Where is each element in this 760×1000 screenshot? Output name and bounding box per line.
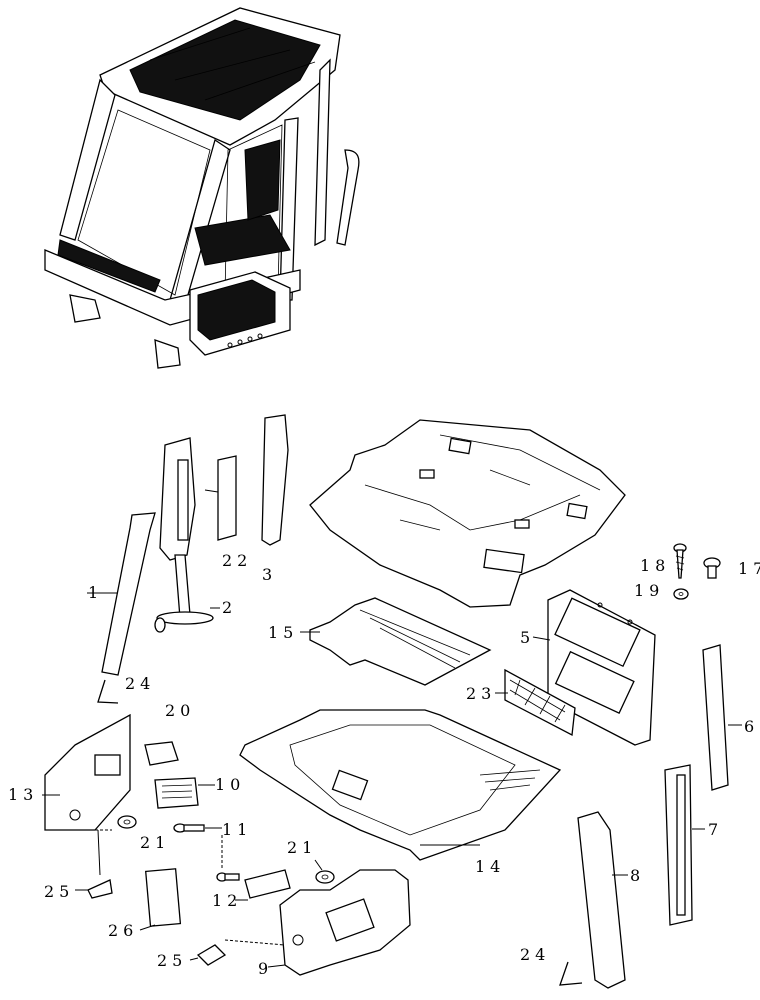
part-5-panel bbox=[532, 589, 656, 746]
part-17-clip bbox=[703, 557, 721, 579]
part-24-clip bbox=[97, 679, 119, 704]
part-25-pad bbox=[75, 879, 113, 899]
label-11: 11 bbox=[222, 820, 252, 839]
label-14: 14 bbox=[475, 857, 505, 876]
label-26: 26 bbox=[108, 921, 138, 940]
part-6-trim bbox=[702, 644, 742, 791]
part-26-plate bbox=[139, 868, 182, 931]
part-10-vent bbox=[154, 777, 215, 809]
label-24a: 24 bbox=[125, 674, 155, 693]
label-12: 12 bbox=[212, 891, 242, 910]
part-22-plate bbox=[204, 455, 237, 541]
part-21-grommet bbox=[95, 815, 137, 831]
label-23: 23 bbox=[466, 684, 496, 703]
label-5: 5 bbox=[520, 628, 535, 647]
part-21-grommet-b bbox=[314, 859, 335, 884]
part-23-mesh bbox=[495, 668, 576, 737]
label-3: 3 bbox=[262, 565, 277, 584]
label-19: 19 bbox=[634, 581, 664, 600]
label-21a: 21 bbox=[140, 833, 170, 852]
part-2-pillar bbox=[154, 437, 220, 633]
label-18: 18 bbox=[640, 556, 670, 575]
part-9-housing bbox=[267, 869, 411, 976]
label-20: 20 bbox=[165, 701, 195, 720]
part-11-bolt bbox=[173, 823, 240, 882]
part-12-cover bbox=[235, 869, 291, 901]
label-25a: 25 bbox=[44, 882, 74, 901]
label-15: 15 bbox=[268, 623, 298, 642]
part-3-trim bbox=[261, 414, 289, 546]
label-22: 22 bbox=[222, 551, 252, 570]
label-24b: 24 bbox=[520, 945, 550, 964]
part-8-trim bbox=[577, 811, 628, 989]
label-10: 10 bbox=[215, 775, 245, 794]
part-7-trim bbox=[664, 764, 705, 926]
label-2: 2 bbox=[222, 598, 237, 617]
part-24-clip-b bbox=[559, 961, 583, 986]
part-1-trim bbox=[87, 512, 156, 676]
cab-assembly-illustration bbox=[44, 7, 360, 369]
label-25b: 25 bbox=[157, 951, 187, 970]
part-18-screw bbox=[673, 543, 687, 579]
part-13-cover bbox=[42, 713, 131, 876]
label-17: 17 bbox=[738, 559, 760, 578]
label-6: 6 bbox=[744, 717, 759, 736]
part-19-washer bbox=[673, 588, 689, 600]
label-7: 7 bbox=[708, 820, 723, 839]
roof-liner-part bbox=[309, 419, 626, 608]
label-13: 13 bbox=[8, 785, 38, 804]
label-21b: 21 bbox=[287, 838, 317, 857]
part-15-mat bbox=[300, 597, 492, 686]
label-9: 9 bbox=[258, 959, 273, 978]
part-25-pad-b bbox=[189, 939, 286, 966]
label-1: 1 bbox=[88, 583, 103, 602]
label-8: 8 bbox=[630, 866, 645, 885]
part-14-floor-mat bbox=[239, 709, 562, 861]
part-20-plate bbox=[144, 741, 179, 766]
